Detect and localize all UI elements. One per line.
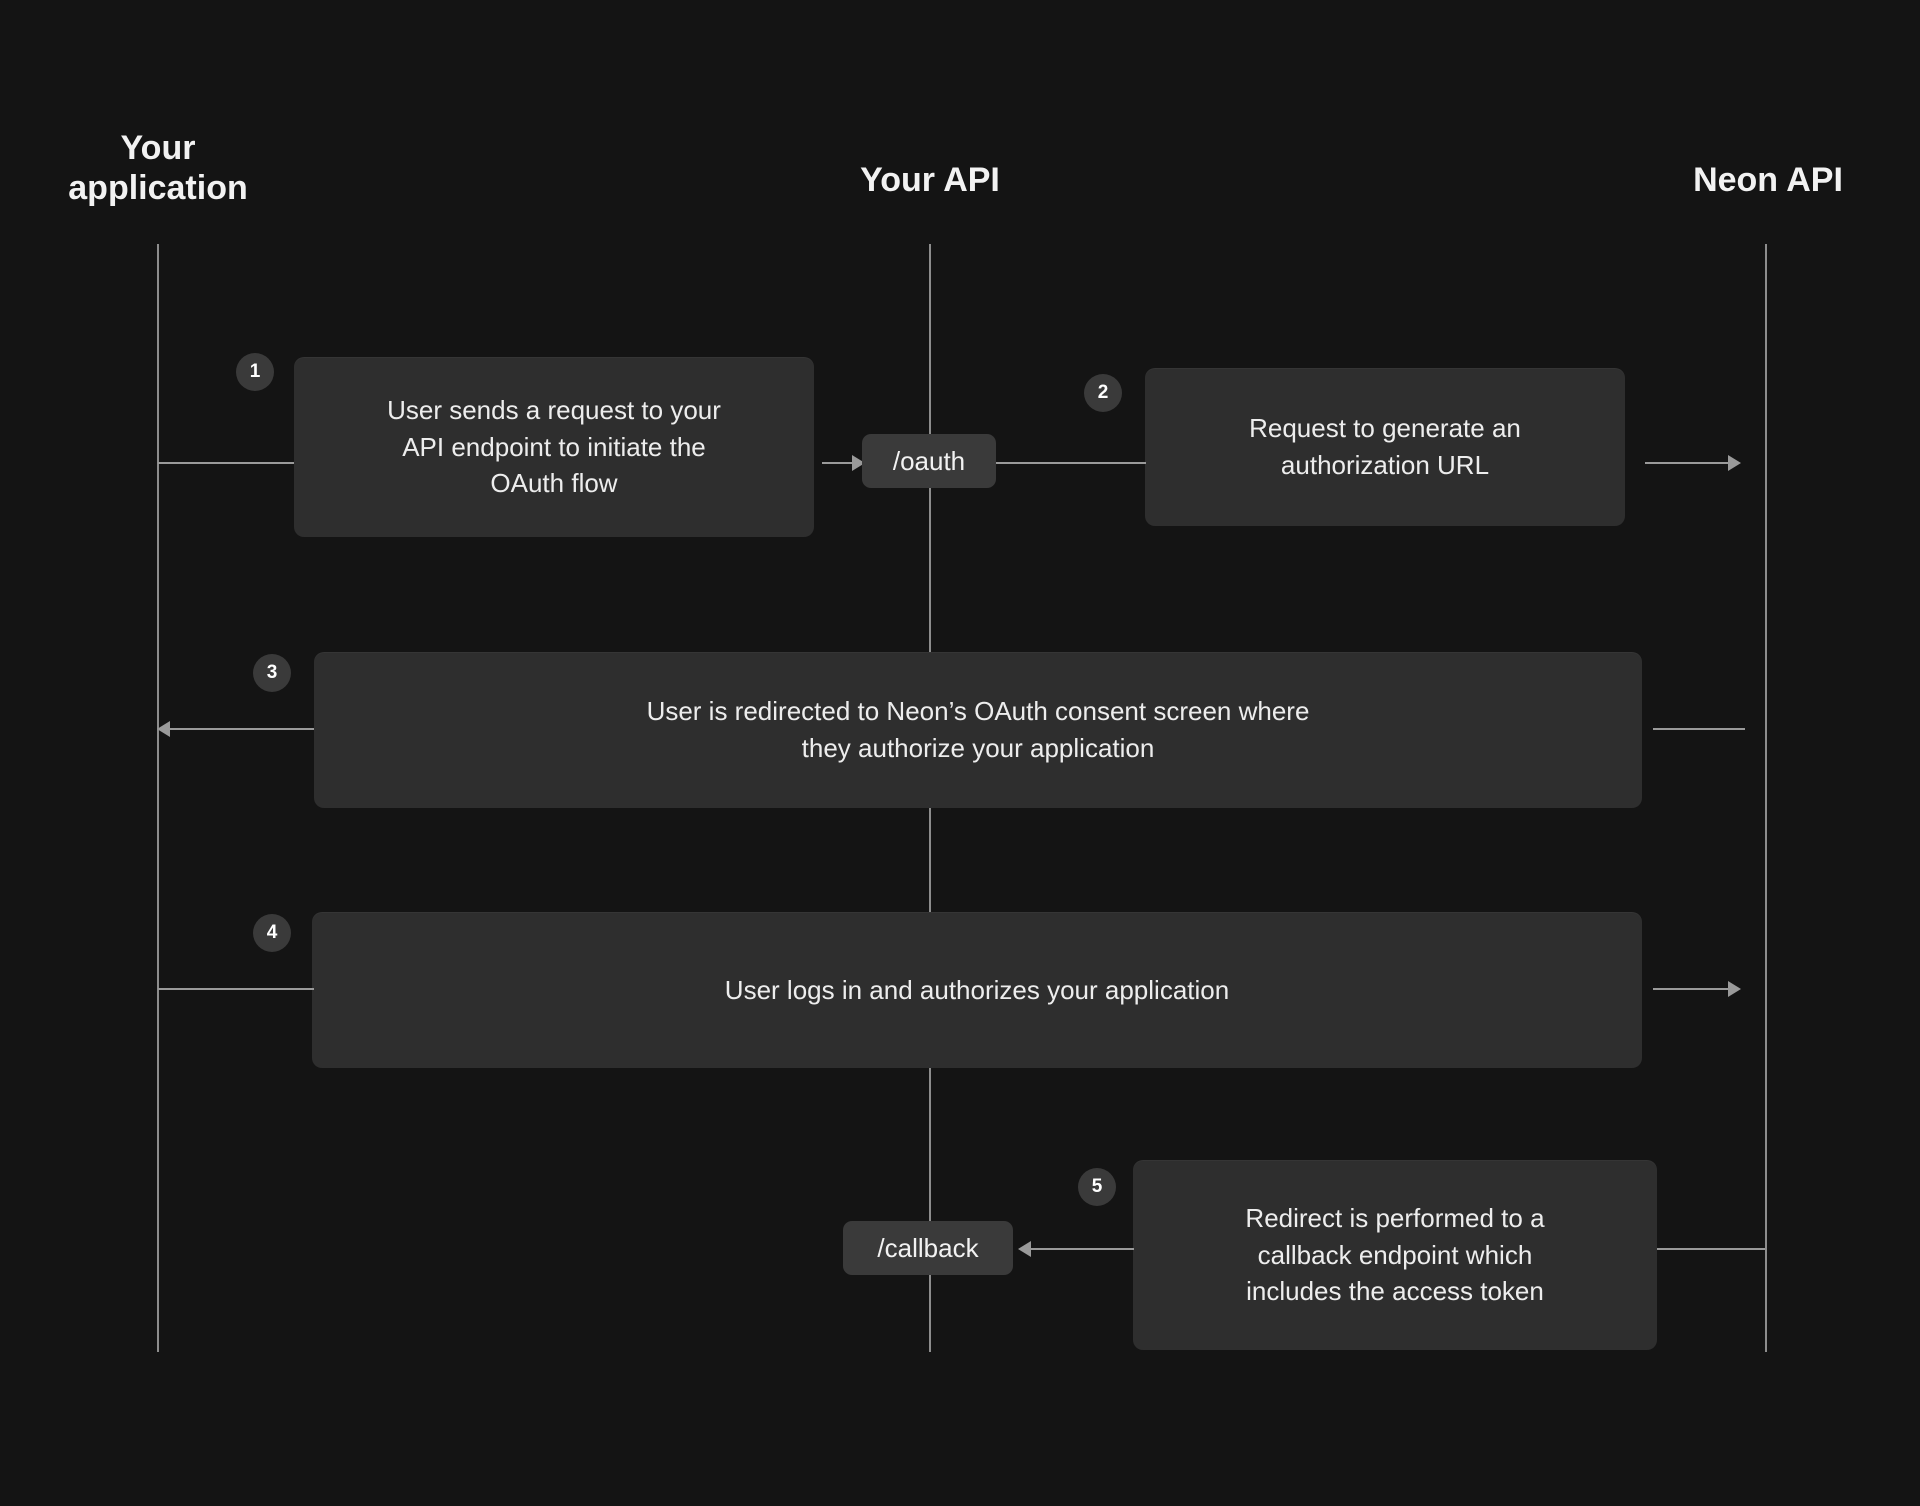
message-text-step-1: User sends a request to your API endpoin… xyxy=(387,394,721,499)
connector-step-5-source xyxy=(1657,1248,1765,1250)
message-box-step-3: User is redirected to Neon’s OAuth conse… xyxy=(314,652,1642,808)
column-header-your-application: Your application xyxy=(68,129,248,208)
connector-step-3-source xyxy=(1653,728,1745,730)
step-badge-2: 2 xyxy=(1084,374,1122,412)
connector-step-5-to-callback xyxy=(1030,1248,1134,1250)
message-box-step-2: Request to generate an authorization URL xyxy=(1145,368,1625,526)
step-badge-5: 5 xyxy=(1078,1168,1116,1206)
step-badge-3: 3 xyxy=(253,654,291,692)
arrowhead-step-5 xyxy=(1018,1241,1031,1257)
connector-step-1-to-oauth xyxy=(822,462,864,464)
connector-step-3-to-application xyxy=(170,728,314,730)
message-text-step-2: Request to generate an authorization URL xyxy=(1249,413,1521,480)
message-box-step-1: User sends a request to your API endpoin… xyxy=(294,357,814,537)
step-badge-1: 1 xyxy=(236,353,274,391)
lifeline-your-application xyxy=(157,244,159,1352)
message-box-step-4: User logs in and authorizes your applica… xyxy=(312,912,1642,1068)
arrowhead-step-1 xyxy=(852,455,865,471)
connector-step-4-to-neon xyxy=(1653,988,1737,990)
arrowhead-step-2 xyxy=(1728,455,1741,471)
message-text-step-5: Redirect is performed to a callback endp… xyxy=(1245,1202,1545,1307)
lifeline-neon-api xyxy=(1765,244,1767,1352)
connector-step-4-source xyxy=(158,988,314,990)
arrowhead-step-4 xyxy=(1728,981,1741,997)
connector-step-2-source xyxy=(996,462,1146,464)
endpoint-pill-oauth[interactable]: /oauth xyxy=(862,434,996,488)
message-text-step-3: User is redirected to Neon’s OAuth conse… xyxy=(646,696,1310,763)
step-badge-4: 4 xyxy=(253,914,291,952)
arrowhead-step-3 xyxy=(157,721,170,737)
column-header-your-api: Your API xyxy=(860,161,1000,199)
message-text-step-4: User logs in and authorizes your applica… xyxy=(724,974,1230,1005)
column-header-neon-api: Neon API xyxy=(1693,161,1843,199)
endpoint-pill-callback[interactable]: /callback xyxy=(843,1221,1013,1275)
connector-step-1-source xyxy=(158,462,294,464)
connector-step-2-to-neon xyxy=(1645,462,1737,464)
message-box-step-5: Redirect is performed to a callback endp… xyxy=(1133,1160,1657,1350)
